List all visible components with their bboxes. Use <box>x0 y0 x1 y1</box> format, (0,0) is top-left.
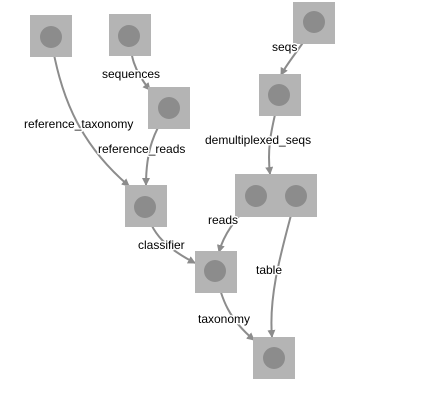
labels-layer: seqs sequences reference_taxonomy refere… <box>23 39 313 328</box>
node-n1[interactable] <box>293 2 335 44</box>
node-port[interactable] <box>263 347 285 369</box>
node-n7[interactable] <box>195 251 237 293</box>
node-port[interactable] <box>158 97 180 119</box>
edge-label-table: table <box>256 263 282 277</box>
node-n6[interactable] <box>125 185 167 227</box>
edge-label-reference-taxonomy: reference_taxonomy <box>24 117 133 131</box>
edge-label-taxonomy: taxonomy <box>198 312 250 326</box>
nodes-layer <box>30 2 335 379</box>
node-n2[interactable] <box>259 74 301 116</box>
node-port[interactable] <box>134 196 156 218</box>
node-port[interactable] <box>285 185 307 207</box>
edge-label-demultiplexed-seqs: demultiplexed_seqs <box>205 133 311 147</box>
node-port[interactable] <box>303 11 325 33</box>
node-n9[interactable] <box>253 337 295 379</box>
node-n4[interactable] <box>148 87 190 129</box>
edge-label-reads: reads <box>208 213 238 227</box>
node-port[interactable] <box>118 25 140 47</box>
edge-reference-taxonomy <box>50 38 130 187</box>
edge-label-sequences: sequences <box>102 67 160 81</box>
node-n8[interactable] <box>235 174 317 217</box>
edge-label-reference-reads: reference_reads <box>98 142 185 156</box>
node-port[interactable] <box>268 84 290 106</box>
node-n5[interactable] <box>30 15 72 57</box>
node-n3[interactable] <box>109 14 151 56</box>
edge-label-seqs: seqs <box>272 40 297 54</box>
edge-label-classifier: classifier <box>138 238 185 252</box>
node-port[interactable] <box>204 260 226 282</box>
node-port[interactable] <box>40 26 62 48</box>
node-port[interactable] <box>245 185 267 207</box>
